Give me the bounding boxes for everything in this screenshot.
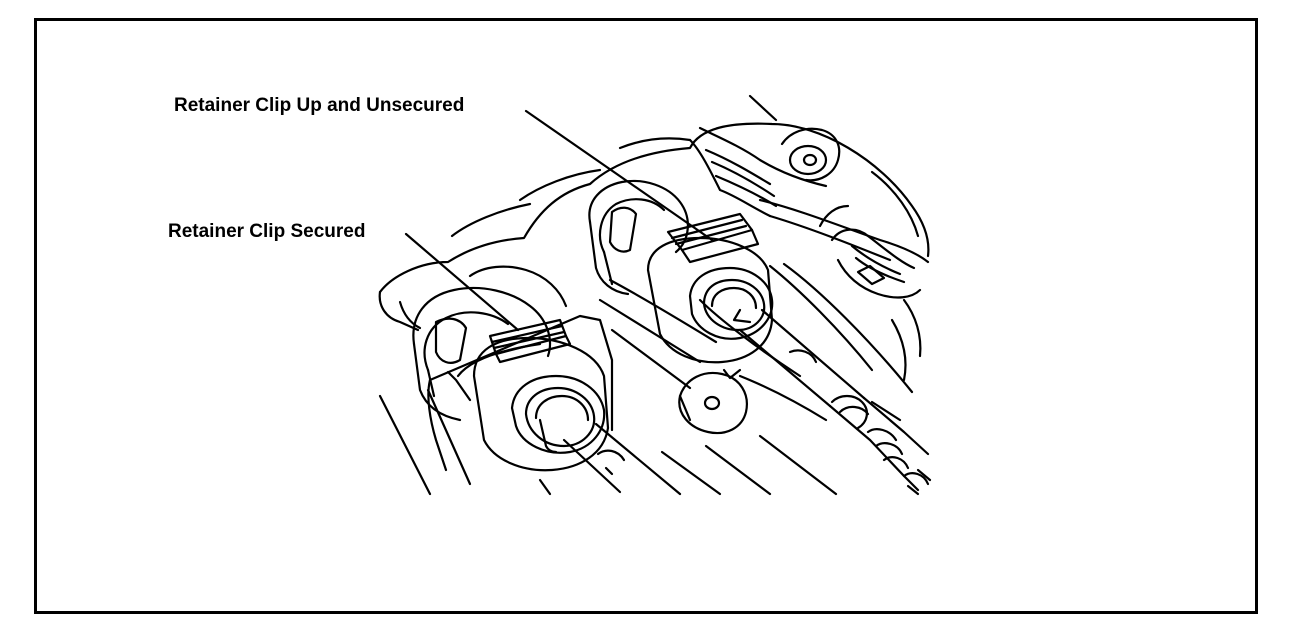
- housing-body: [378, 94, 930, 422]
- leader-line-secured: [404, 232, 520, 332]
- center-washer: [678, 368, 748, 435]
- rear-connector: [588, 179, 932, 496]
- callout-label-clip-secured: Retainer Clip Secured: [168, 221, 366, 242]
- callout-label-clip-unsecured: Retainer Clip Up and Unsecured: [174, 95, 465, 116]
- leader-lines: [404, 109, 714, 332]
- figure-frame: [34, 18, 1258, 614]
- leader-line-unsecured: [524, 109, 714, 242]
- front-connector: [378, 265, 838, 496]
- upper-connector: [688, 126, 930, 299]
